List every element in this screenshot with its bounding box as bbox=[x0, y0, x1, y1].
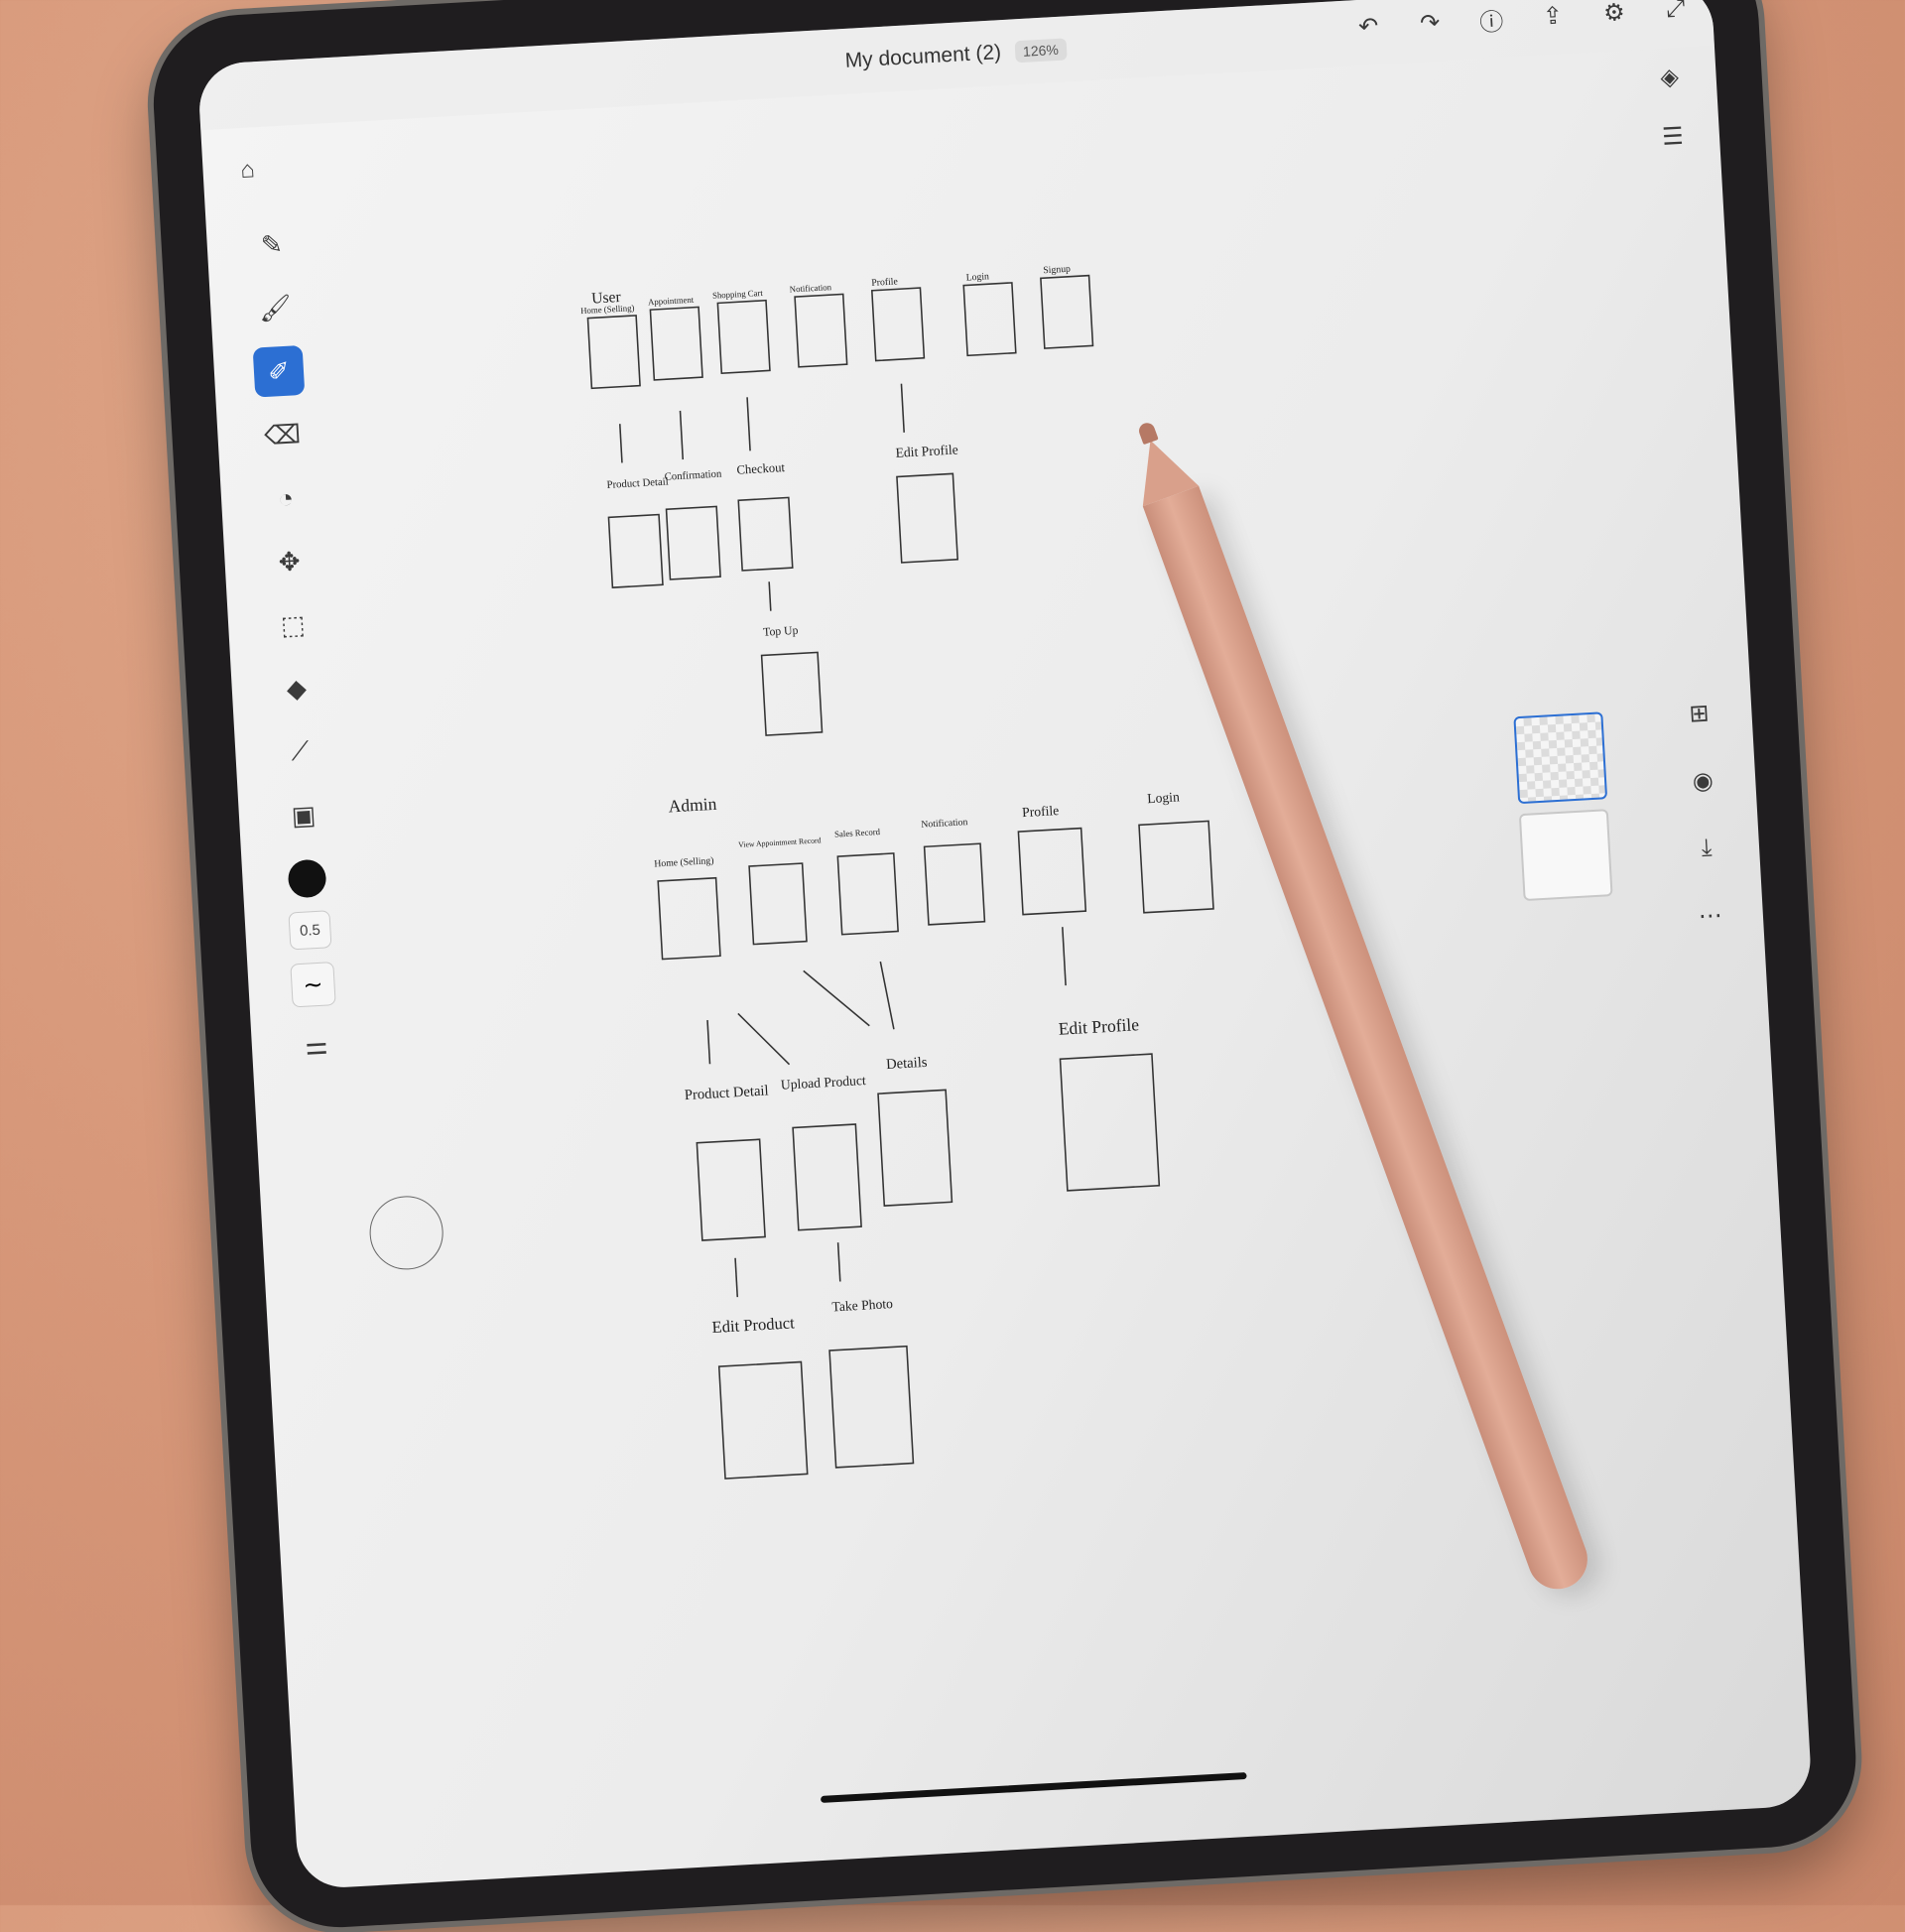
transform-tool[interactable]: ✥ bbox=[277, 545, 302, 578]
sketch-screen-label: Details bbox=[886, 1055, 928, 1073]
sketch-heading-admin: Admin bbox=[668, 794, 717, 817]
sketch-screen-label: Edit Profile bbox=[1058, 1014, 1139, 1039]
smoothing-button[interactable]: ∼ bbox=[290, 962, 336, 1008]
visibility-icon[interactable]: ◉ bbox=[1692, 766, 1714, 795]
sketch-screen-label: Login bbox=[1147, 789, 1180, 806]
sketch-screen-label: Confirmation bbox=[664, 467, 722, 482]
sketch-screen-label: Appointment bbox=[648, 295, 695, 308]
undo-icon[interactable]: ↶ bbox=[1357, 12, 1380, 41]
sketch-heading-user: User bbox=[591, 289, 622, 308]
sketch-screen-label: Sales Record bbox=[834, 827, 881, 839]
layers-panel bbox=[1513, 711, 1622, 902]
tool-sidebar: ✎ 🖌 ✐ ⌫ ◔ ✥ ⬚ ◆ ⟋ ▣ 0.5 ∼ ⚌ bbox=[235, 218, 352, 1073]
layer-thumbnail-active[interactable] bbox=[1513, 711, 1608, 805]
layer-thumbnail-background[interactable] bbox=[1518, 809, 1613, 902]
sketch-screen-label: Checkout bbox=[736, 460, 786, 477]
sketch-screen-label: View Appointment Record bbox=[738, 836, 822, 849]
wireframe-sketch: User Home (Selling) Appointment Shopping… bbox=[580, 264, 1214, 1480]
sketch-screen-label: Edit Product bbox=[711, 1313, 796, 1337]
sketch-screen-label: Product Detail bbox=[606, 475, 669, 491]
brush-size-field[interactable]: 0.5 bbox=[288, 910, 332, 951]
layer-actions: ⊞ ◉ ⤓ ⋯ bbox=[1682, 696, 1728, 934]
brush-settings-icon[interactable]: ⚌ bbox=[304, 1029, 329, 1061]
add-layer-icon[interactable]: ⊞ bbox=[1688, 699, 1711, 727]
share-icon[interactable]: ⇪ bbox=[1542, 1, 1564, 31]
sketch-screen-label: Edit Profile bbox=[895, 442, 958, 460]
sliders-icon[interactable]: ☰ bbox=[1661, 122, 1685, 151]
eraser-tool[interactable]: ⌫ bbox=[263, 418, 302, 451]
sketch-screen-label: Profile bbox=[871, 276, 898, 289]
pixel-brush-tool[interactable]: ✎ bbox=[260, 228, 284, 260]
app-screen: My document (2) 126% ↶ ↷ ⓘ ⇪ ⚙ ⤢ ⌂ ✎ 🖌 ✐… bbox=[196, 0, 1814, 1890]
fullscreen-icon[interactable]: ⤢ bbox=[1665, 0, 1687, 23]
sketch-screen-label: Top Up bbox=[763, 624, 799, 639]
sketch-screen-label: Take Photo bbox=[831, 1296, 893, 1314]
right-rail: ◈ ☰ bbox=[1652, 60, 1691, 155]
home-icon[interactable]: ⌂ bbox=[239, 156, 256, 185]
sketch-screen-label: Notification bbox=[789, 282, 831, 294]
layers-icon[interactable]: ◈ bbox=[1659, 63, 1680, 91]
tablet-device: My document (2) 126% ↶ ↷ ⓘ ⇪ ⚙ ⤢ ⌂ ✎ 🖌 ✐… bbox=[149, 0, 1861, 1932]
live-brush-tool[interactable]: 🖌 bbox=[258, 291, 293, 323]
redo-icon[interactable]: ↷ bbox=[1419, 8, 1441, 37]
selection-tool[interactable]: ⬚ bbox=[280, 608, 307, 641]
sketch-screen-label: Login bbox=[965, 271, 989, 283]
sketch-screen-label: Home (Selling) bbox=[580, 303, 635, 316]
gear-icon[interactable]: ⚙ bbox=[1602, 0, 1626, 27]
sketch-screen-label: Upload Product bbox=[781, 1073, 867, 1093]
sketch-screen-label: Profile bbox=[1022, 803, 1060, 820]
merge-layer-icon[interactable]: ⤓ bbox=[1700, 834, 1714, 861]
color-swatch[interactable] bbox=[287, 858, 327, 899]
image-icon[interactable]: ▣ bbox=[290, 799, 318, 831]
shapes-tool[interactable]: ◔ bbox=[277, 482, 295, 513]
fill-tool[interactable]: ◆ bbox=[285, 672, 308, 704]
vector-brush-tool[interactable]: ✐ bbox=[252, 344, 306, 398]
sketch-screen-label: Notification bbox=[921, 817, 968, 831]
sketch-screen-label: Home (Selling) bbox=[654, 855, 714, 869]
sketch-screen-label: Shopping Cart bbox=[712, 288, 764, 301]
more-options-icon[interactable]: ⋯ bbox=[1698, 901, 1723, 930]
sketch-screen-label: Signup bbox=[1043, 264, 1071, 277]
drawing-canvas[interactable]: User Home (Selling) Appointment Shopping… bbox=[350, 78, 1649, 1802]
eyedropper-tool[interactable]: ⟋ bbox=[290, 735, 311, 767]
zoom-level[interactable]: 126% bbox=[1014, 38, 1068, 64]
help-icon[interactable]: ⓘ bbox=[1478, 8, 1504, 37]
document-title[interactable]: My document (2) bbox=[844, 41, 1002, 72]
sketch-screen-label: Product Detail bbox=[684, 1083, 769, 1103]
